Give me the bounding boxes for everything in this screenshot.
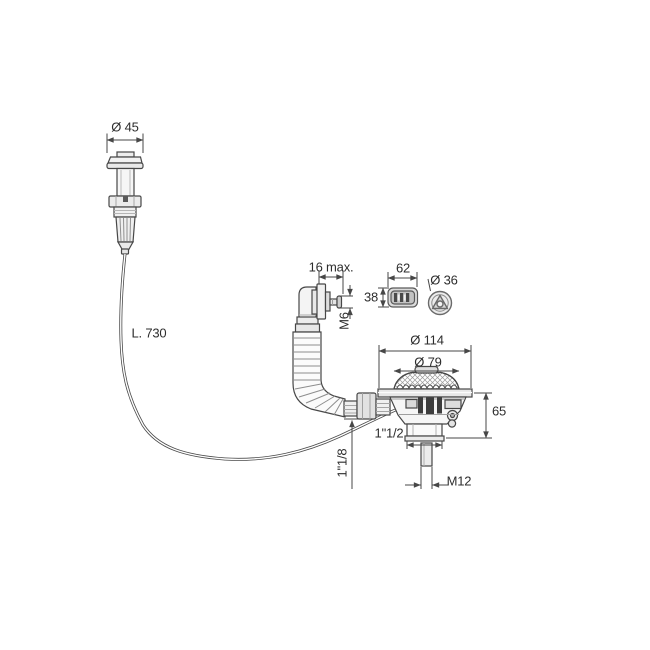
dim-grate-height-lines xyxy=(378,287,389,308)
dim-overflow-screw-label: M6 xyxy=(336,312,352,330)
dim-overflow-inlet-lines xyxy=(344,418,359,489)
flexible-overflow-hose xyxy=(292,331,391,420)
waste-flange xyxy=(377,388,473,398)
dim-knob-diameter-label: Ø 45 xyxy=(111,119,139,135)
dim-strainer-diameter-label: Ø 79 xyxy=(414,354,442,370)
waste-outlet xyxy=(404,423,445,442)
fixing-stud xyxy=(420,442,433,467)
control-knob xyxy=(106,151,144,255)
dim-outlet-lines xyxy=(406,441,443,449)
overflow-grate xyxy=(387,287,419,308)
dim-flange-diameter-label: Ø 114 xyxy=(410,332,444,348)
dim-grate-width-label: 62 xyxy=(395,260,411,276)
dim-grate-height-label: 38 xyxy=(363,289,379,305)
dim-grate-width-lines xyxy=(387,272,418,287)
waste-body xyxy=(389,396,467,428)
dim-clamping-label: 16 max. xyxy=(308,259,354,275)
dim-clamping-lines xyxy=(318,271,344,294)
dim-knob-diameter-lines xyxy=(106,133,144,153)
dim-overflow-inlet-label: 1"1/8 xyxy=(334,448,350,478)
dim-cable-length-label: L. 730 xyxy=(131,325,167,341)
strainer-basket xyxy=(393,365,460,390)
overflow-elbow xyxy=(294,283,343,333)
control-cable xyxy=(119,253,412,461)
overflow-cover xyxy=(427,290,453,316)
dim-cover-leader xyxy=(427,278,431,292)
dim-stud-lines xyxy=(405,467,448,489)
dim-cover-diameter-label: Ø 36 xyxy=(430,272,458,288)
dim-stud-label: M12 xyxy=(446,473,472,489)
dim-overflow-screw-lines xyxy=(340,285,353,319)
dim-outlet-label: 1"1/2 xyxy=(374,425,404,441)
dim-flange-diameter-lines xyxy=(378,345,472,388)
dimension-lines xyxy=(106,133,492,489)
dim-body-height-label: 65 xyxy=(491,403,507,419)
dim-body-height-lines xyxy=(446,392,492,439)
